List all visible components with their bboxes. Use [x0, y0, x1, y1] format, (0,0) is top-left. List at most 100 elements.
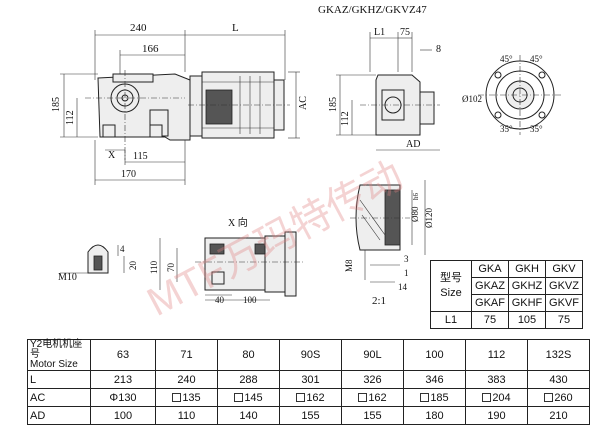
technical-drawing: GKAZ/GKHZ/GKVZ47 240 166 L	[51, 4, 562, 325]
cell: 213	[90, 370, 156, 389]
cell: 145	[217, 388, 280, 407]
dim-AC: AC	[298, 96, 309, 110]
cell: 185	[403, 388, 466, 407]
motor-size: 100	[403, 339, 466, 371]
size-header-en: Size	[440, 287, 462, 299]
motor-size: 71	[155, 339, 218, 371]
front-view: 240 166 L AC 185 112	[51, 22, 309, 185]
l1-value: 75	[545, 311, 583, 329]
dim-112: 112	[65, 110, 76, 125]
size-header-cell: 型号 Size	[430, 260, 472, 312]
cell: 288	[217, 370, 280, 389]
size-cell: GKA	[471, 260, 509, 278]
motor-row-AC: AC Φ130 135 145 162 162 185 204 260	[27, 388, 590, 407]
cell: 260	[527, 388, 590, 407]
cell-value: 135	[182, 391, 201, 404]
cell: 383	[465, 370, 528, 389]
cell: 162	[341, 388, 404, 407]
angle-35-right: 35°	[530, 124, 543, 134]
cell-value: 145	[244, 391, 263, 404]
row-label: L	[27, 370, 91, 389]
dim-8: 8	[436, 44, 441, 55]
dim-115: 115	[133, 151, 148, 162]
cell: 135	[155, 388, 218, 407]
motor-size: 90L	[341, 339, 404, 371]
square-icon	[420, 392, 430, 402]
cell: 155	[341, 406, 404, 425]
dim-75: 75	[400, 27, 410, 38]
size-cell: GKV	[545, 260, 583, 278]
motor-size: 112	[465, 339, 528, 371]
angle-35-left: 35°	[500, 124, 513, 134]
dim-20: 20	[128, 261, 138, 271]
dim-185b: 185	[328, 97, 339, 112]
motor-size: 80	[217, 339, 280, 371]
size-cell: GKH	[508, 260, 546, 278]
motor-header-cn: Y2电机机座号	[30, 339, 83, 360]
motor-row-L: L 213 240 288 301 326 346 383 430	[27, 370, 590, 389]
size-cell: GKHF	[508, 294, 546, 312]
cell-value: 162	[368, 391, 387, 404]
motor-header-cell: Y2电机机座号 Motor Size	[27, 339, 91, 371]
size-cell: GKAF	[471, 294, 509, 312]
size-cell: GKAZ	[471, 277, 509, 295]
dim-X: X	[108, 150, 116, 161]
dim-166: 166	[142, 43, 159, 55]
dim-L1: L1	[374, 27, 385, 38]
cell: 326	[341, 370, 404, 389]
row-label: AC	[27, 388, 91, 407]
cell: Φ130	[90, 388, 156, 407]
cell: 240	[155, 370, 218, 389]
dim-70: 70	[166, 263, 176, 273]
size-cell: GKHZ	[508, 277, 546, 295]
dim-110: 110	[149, 260, 159, 274]
l1-value: 75	[471, 311, 509, 329]
square-icon	[358, 392, 368, 402]
side-view: L1 75 8 185 112 AD	[328, 27, 441, 151]
cell: 155	[279, 406, 342, 425]
dim-185: 185	[51, 97, 62, 112]
dim-4: 4	[120, 244, 125, 254]
dim-170: 170	[121, 169, 136, 180]
cell-value: 162	[306, 391, 325, 404]
square-icon	[544, 392, 554, 402]
dim-112b: 112	[340, 111, 351, 126]
dim-AD: AD	[406, 139, 420, 150]
flange-view: 45° 45° 35° 35° Ø102	[462, 54, 562, 135]
size-header-cn: 型号	[440, 272, 462, 284]
motor-header-en: Motor Size	[30, 359, 78, 370]
size-row-label: L1	[430, 311, 472, 329]
motor-size: 132S	[527, 339, 590, 371]
cell: 430	[527, 370, 590, 389]
dim-L: L	[232, 22, 239, 34]
dim-d102: Ø102	[462, 94, 482, 104]
dim-3: 3	[404, 254, 409, 264]
dim-14: 14	[398, 282, 408, 292]
square-icon	[172, 392, 182, 402]
shaft-section: Ø80 h6 Ø120 M8 3 1 14 2:1	[344, 180, 434, 307]
scale-label: 2:1	[372, 295, 386, 307]
cell-value: 204	[492, 391, 511, 404]
cell: 100	[90, 406, 156, 425]
x-view-label: X 向	[228, 216, 248, 229]
dim-240: 240	[130, 22, 147, 34]
square-icon	[296, 392, 306, 402]
cell: 210	[527, 406, 590, 425]
square-icon	[234, 392, 244, 402]
l1-value: 105	[508, 311, 546, 329]
motor-size-table: Y2电机机座号 Motor Size 63 71 80 90S 90L 100 …	[27, 339, 590, 425]
cell: 110	[155, 406, 218, 425]
dim-M8: M8	[344, 259, 354, 272]
dim-M10: M10	[58, 272, 77, 283]
cell: 180	[403, 406, 466, 425]
cell: 301	[279, 370, 342, 389]
motor-size: 90S	[279, 339, 342, 371]
dim-100: 100	[243, 295, 257, 305]
x-direction-view: X 向 110 70 40 100	[149, 216, 305, 305]
size-cell: GKVF	[545, 294, 583, 312]
model-title: GKAZ/GKHZ/GKVZ47	[318, 4, 427, 16]
cell: 190	[465, 406, 528, 425]
cell: 204	[465, 388, 528, 407]
key-detail: 4 20 M10	[58, 244, 138, 283]
cell-value: 260	[554, 391, 573, 404]
